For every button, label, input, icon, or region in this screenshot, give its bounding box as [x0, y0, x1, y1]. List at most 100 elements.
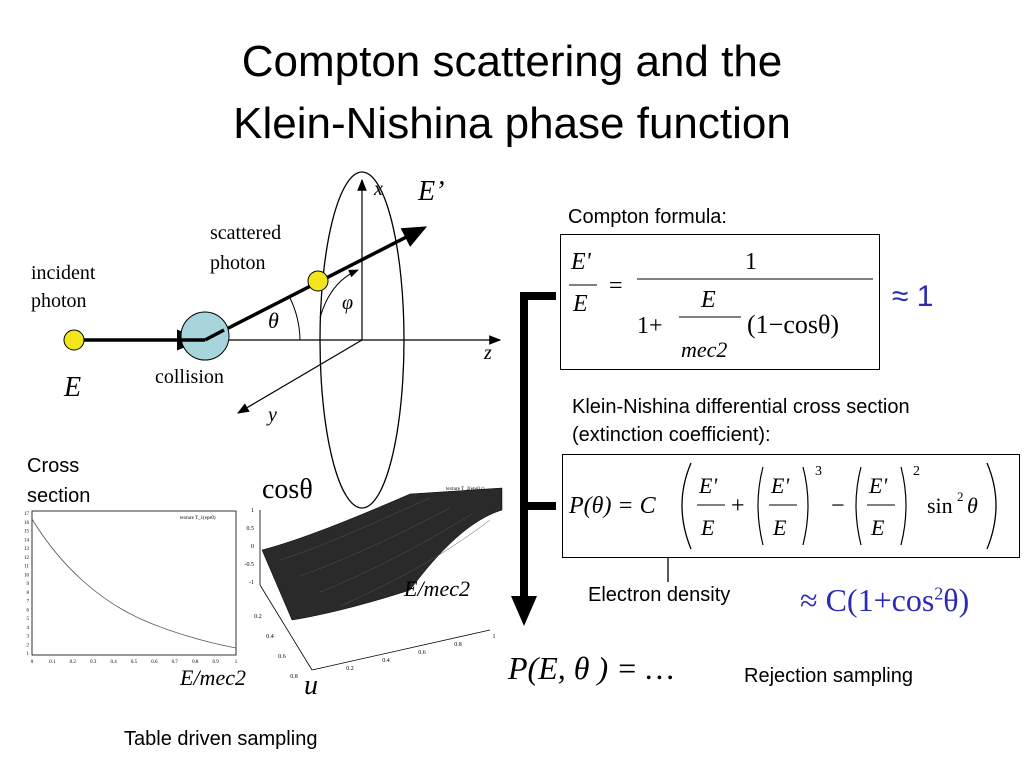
left-xtick: 0 — [31, 660, 34, 665]
right-etick: 0.6 — [418, 650, 426, 656]
connector-arrowhead — [511, 596, 537, 626]
right-u-label: u — [304, 670, 318, 701]
left-ytick: 16 — [24, 521, 30, 526]
kn-lhs: P(θ) = C — [568, 493, 657, 519]
kn-term2-den: E — [772, 515, 787, 540]
approx-c-formula: ≈ C(1+cos2θ) — [800, 582, 969, 619]
scattered-label-2: photon — [210, 252, 266, 274]
kn-formula: P(θ) = C E' E + E' E 3 − E' E 2 sin 2 θ — [568, 462, 997, 550]
compton-inner-num: E — [700, 287, 716, 313]
kn-exp2: 2 — [913, 464, 920, 479]
phi-arc — [319, 269, 359, 319]
compton-inner-den: mec2 — [681, 337, 727, 362]
left-ytick: 8 — [27, 591, 30, 596]
left-ytick: 7 — [27, 600, 30, 605]
surface-plot: texture T_2(eps0,r) 1 0.5 0 -0.5 -1 0.2 0.4 0.… — [245, 487, 503, 680]
left-ytick: 14 — [24, 538, 30, 543]
kn-term3-den: E — [870, 515, 885, 540]
rejection-sampling-label: Rejection sampling — [744, 665, 913, 687]
collision-electron — [180, 311, 230, 361]
compton-den-prefix: 1+ — [637, 313, 663, 339]
kn-sin: sin — [927, 493, 953, 518]
right-etick: 0.2 — [346, 666, 354, 672]
left-ytick: 15 — [24, 530, 30, 535]
left-xtick: 0.5 — [131, 660, 138, 665]
right-ztick: -1 — [249, 580, 254, 586]
kn-term1-num: E' — [698, 473, 717, 498]
right-etick: 0.8 — [454, 642, 462, 648]
left-ytick: 13 — [24, 547, 30, 552]
incident-label-1: incident — [31, 262, 96, 284]
incident-label-2: photon — [31, 290, 87, 312]
left-xtick: 1 — [235, 660, 238, 665]
left-ytick: 12 — [24, 556, 30, 561]
left-ytick: 1 — [27, 652, 30, 657]
left-plot-title: texture T_1(eps0) — [180, 516, 216, 521]
left-xtick: 0.3 — [90, 660, 97, 665]
y-axis — [236, 339, 363, 414]
scattered-photon — [307, 270, 329, 292]
approx-c-tail: θ) — [943, 582, 970, 618]
right-ztick: 1 — [251, 508, 254, 514]
left-ytick: 9 — [27, 582, 30, 587]
right-etick: 1 — [493, 634, 496, 640]
compton-equals: = — [609, 273, 623, 299]
compton-formula-box: E' E = 1 1+ E mec2 (1−cosθ) — [560, 234, 880, 370]
electron-density-label: Electron density — [588, 584, 731, 606]
compton-paren: (1−cosθ) — [747, 310, 839, 339]
kn-plus: + — [731, 493, 745, 519]
cos-theta-label: cosθ — [262, 474, 313, 505]
kn-term1-den: E — [700, 515, 715, 540]
kn-exp3: 3 — [815, 464, 822, 479]
left-ytick: 11 — [24, 565, 29, 570]
phi-label: φ — [342, 292, 354, 314]
compton-one: 1 — [745, 249, 757, 275]
right-ztick: -0.5 — [245, 562, 255, 568]
right-utick: 0.6 — [278, 654, 286, 660]
approx-c-exp: 2 — [934, 583, 944, 604]
y-axis-label: y — [268, 404, 277, 426]
surface-mesh — [261, 487, 503, 621]
left-ytick: 17 — [24, 512, 30, 517]
left-xlabel: E/mec2 — [180, 665, 246, 690]
left-ytick: 6 — [27, 608, 30, 613]
scattered-label-1: scattered — [210, 222, 282, 244]
left-xtick: 0.9 — [212, 660, 219, 665]
left-ytick: 2 — [27, 643, 30, 648]
p-result: P(E, θ ) = … — [508, 650, 675, 686]
kn-formula-box: P(θ) = C E' E + E' E 3 − E' E 2 sin 2 θ — [562, 454, 1020, 558]
compton-lhs-num: E' — [570, 249, 592, 275]
right-plot-title: texture T_2(eps0,r) — [446, 487, 485, 492]
right-etick: 0.4 — [382, 658, 390, 664]
cross-section-curve — [31, 518, 237, 649]
left-ytick: 3 — [27, 635, 30, 640]
kn-minus: − — [831, 493, 845, 519]
kn-theta: θ — [967, 493, 978, 518]
right-utick: 0.4 — [266, 634, 274, 640]
left-xtick: 0.7 — [172, 660, 179, 665]
incident-photon — [63, 329, 85, 351]
right-e-label: E/mec2 — [404, 576, 470, 601]
kn-heading-line-1: Klein-Nishina differential cross section — [572, 396, 910, 418]
cross-section-plot: texture T_1(eps0) 1716151413121110987654… — [24, 510, 238, 665]
compton-lhs-den: E — [572, 291, 588, 317]
left-ytick: 10 — [24, 573, 30, 578]
right-ztick: 0.5 — [247, 526, 255, 532]
left-xtick: 0.4 — [110, 660, 117, 665]
kn-sin-exp: 2 — [957, 489, 964, 504]
left-ytick: 4 — [27, 626, 30, 631]
z-axis-label: z — [484, 342, 492, 364]
left-xtick: 0.6 — [151, 660, 158, 665]
left-xtick: 0.8 — [192, 660, 199, 665]
kn-term3-num: E' — [868, 473, 887, 498]
right-ztick: 0 — [251, 544, 254, 550]
theta-label: θ — [268, 308, 279, 333]
energy-out-label: E’ — [418, 176, 445, 207]
slide-title-line-2: Klein-Nishina phase function — [233, 99, 791, 148]
theta-arc — [289, 297, 301, 341]
compton-heading: Compton formula: — [568, 206, 727, 228]
compton-formula: E' E = 1 1+ E mec2 (1−cosθ) — [569, 249, 873, 362]
table-driven-label: Table driven sampling — [124, 728, 318, 750]
kn-heading-line-2: (extinction coefficient): — [572, 424, 771, 446]
